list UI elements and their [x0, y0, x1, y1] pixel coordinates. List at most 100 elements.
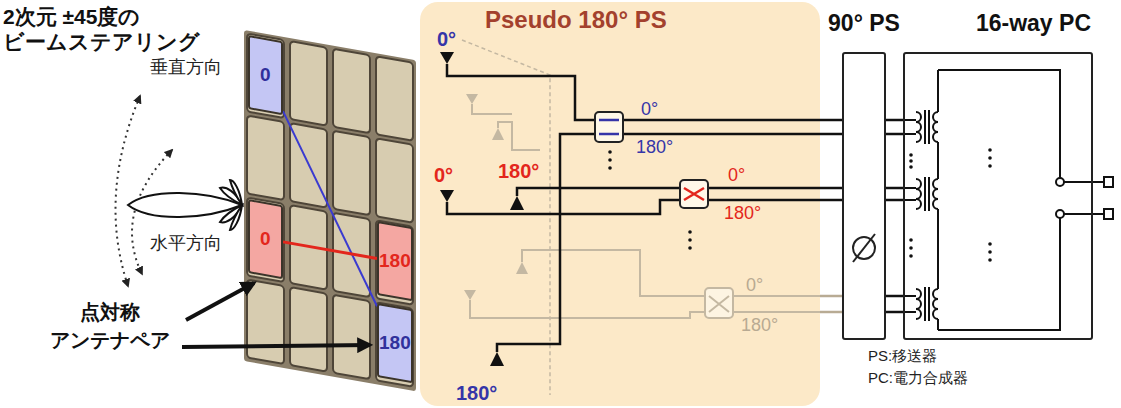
block-heading: 90° PS [828, 10, 900, 36]
continuation-dots [688, 238, 692, 242]
pair-line [283, 111, 377, 306]
antenna-feeds [447, 64, 820, 352]
antenna-symbols [440, 52, 454, 64]
continuation-dots [909, 165, 913, 169]
signal-bus [886, 120, 903, 312]
transformer-combiner [1056, 210, 1064, 218]
greyed-antenna-tree [472, 104, 540, 150]
annotation-label: 水平方向 [150, 234, 222, 254]
beam-pattern [128, 180, 242, 230]
antenna-array [244, 30, 416, 391]
continuation-dots [688, 230, 692, 234]
antenna-array [376, 138, 413, 223]
transformer-combiner [1104, 177, 1113, 187]
annotation-label: PS:移送器 [868, 348, 937, 365]
annotation-label: 180° [456, 382, 497, 404]
beam-pattern [230, 180, 242, 205]
switch-through [595, 112, 623, 142]
continuation-dots [988, 156, 992, 160]
pair-pointer-arrows [186, 283, 254, 320]
cell-value: 180 [379, 333, 411, 354]
signal-wire [886, 133, 903, 136]
antenna-cell: 0 [248, 35, 283, 115]
annotation-label: 0° [434, 164, 453, 186]
antenna-symbols [510, 196, 524, 210]
antenna-array [333, 295, 370, 380]
antenna-array [290, 287, 327, 372]
transformer-combiner [903, 70, 1113, 330]
signal-wire [820, 133, 842, 136]
transformer-combiner [1104, 209, 1113, 219]
antenna-feeds [497, 134, 595, 352]
greyed-antenna-tree [705, 288, 733, 318]
antenna-symbols [490, 352, 504, 366]
annotation-label: 垂直方向 [150, 58, 222, 78]
continuation-dots [608, 158, 612, 162]
transformer-combiner [1056, 178, 1064, 186]
antenna-feeds [517, 188, 680, 196]
transformer-combiner [933, 179, 938, 209]
continuation-dots [988, 242, 992, 246]
antenna-array [376, 220, 413, 305]
pair-link [283, 242, 377, 259]
circuit-block: 90° PS [842, 52, 886, 340]
greyed-antenna-tree [462, 40, 820, 395]
beam-pattern [230, 205, 242, 230]
continuation-dots [909, 254, 913, 258]
pair-pointer-arrows [182, 283, 370, 347]
greyed-antenna-tree [470, 300, 705, 318]
transformer-combiner [933, 112, 938, 142]
continuation-dots [909, 153, 913, 157]
switch-through [595, 112, 623, 142]
continuation-dots [909, 246, 913, 250]
phase-shifter-symbol [853, 234, 875, 262]
continuation-dots [608, 150, 692, 250]
circuit-block: 16-way PC [903, 52, 1093, 340]
pair-line [283, 242, 377, 259]
signal-wire [820, 311, 842, 314]
phase-shifter-symbol [853, 234, 875, 262]
switch-through [599, 120, 619, 134]
signal-wire [820, 199, 842, 202]
transformer-combiner [938, 70, 1060, 330]
annotation-label: 0° [437, 28, 456, 50]
antenna-array [376, 302, 413, 387]
transformer-combiner [903, 289, 921, 319]
signal-wire [886, 187, 903, 190]
annotation-label: 0° [728, 166, 745, 186]
antenna-array [247, 34, 413, 387]
steering-arcs [116, 96, 173, 286]
signal-wire [820, 295, 842, 298]
signal-wire [886, 295, 903, 298]
antenna-feeds [708, 188, 820, 200]
signal-wire [820, 119, 842, 122]
antenna-array [333, 131, 370, 216]
continuation-dots [909, 238, 913, 242]
switch-cross [680, 180, 708, 208]
antenna-cell: 180 [377, 303, 413, 383]
greyed-antenna-tree [462, 40, 550, 395]
greyed-antenna-tree [522, 250, 705, 296]
antenna-array [244, 30, 416, 391]
cell-value: 180 [379, 251, 411, 272]
transformer-combiner [1064, 182, 1104, 214]
continuation-dots [988, 148, 992, 152]
annotation-label: PC:電力合成器 [868, 370, 968, 387]
antenna-feeds [447, 64, 595, 120]
antenna-array [247, 280, 284, 365]
annotation-label: 0° [746, 276, 763, 296]
continuation-dots [909, 148, 992, 262]
antenna-array [247, 116, 284, 201]
antenna-array [247, 34, 284, 119]
transformer-combiner [933, 289, 938, 319]
signal-bus [820, 120, 842, 312]
cell-value: 0 [260, 228, 271, 249]
beam-pattern [128, 193, 242, 217]
antenna-symbols [440, 190, 454, 202]
signal-wire [886, 311, 903, 314]
antenna-feeds [447, 200, 680, 214]
antenna-array [333, 49, 370, 134]
greyed-antenna-tree [516, 262, 528, 274]
greyed-antenna-tree [733, 296, 820, 312]
